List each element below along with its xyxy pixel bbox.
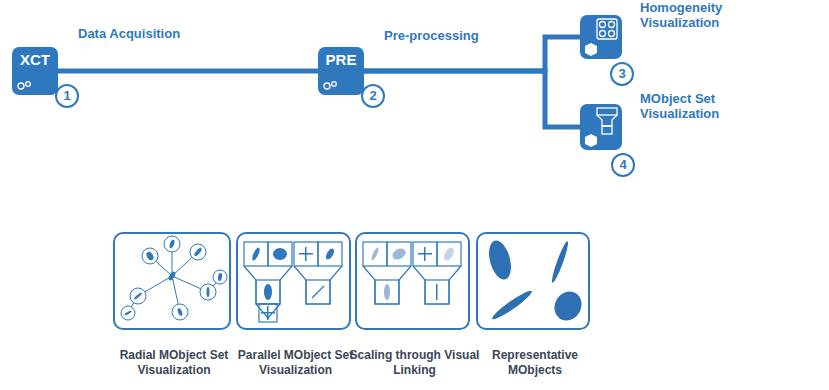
box-label: PRE: [318, 52, 364, 69]
step-heading: Pre-processing: [384, 29, 514, 44]
parallel-illustration: [244, 242, 342, 322]
illustration-panel: Representative MObjects: [476, 232, 590, 330]
scaling-illustration: [363, 242, 461, 304]
pipeline-connector: [58, 69, 318, 74]
step-heading: Data Acquisition: [78, 27, 218, 42]
step-heading: Homogeneity Visualization: [640, 1, 752, 31]
callout-number: 4: [611, 153, 635, 177]
process-box: XCT1Data Acquisition: [12, 47, 58, 95]
illustration-panel: Parallel MObject Set Visualization: [236, 232, 351, 330]
illustration-panel: Radial MObject Set Visualization: [113, 232, 231, 330]
pipeline-connector: [364, 71, 580, 127]
illustration-panel: Scaling through Visual Linking: [355, 232, 470, 330]
panel-caption: Scaling through Visual Linking: [345, 348, 484, 378]
radial-illustration: [121, 236, 227, 320]
process-box: PRE2Pre-processing: [318, 47, 364, 95]
visualization-box: 4MObject Set Visualization: [580, 104, 622, 150]
callout-number: 1: [55, 84, 79, 108]
visualization-box: 3Homogeneity Visualization: [580, 15, 622, 59]
callout-number: 3: [610, 62, 634, 86]
step-heading: MObject Set Visualization: [640, 92, 752, 122]
callout-number: 2: [361, 84, 385, 108]
panel-caption: Radial MObject Set Visualization: [101, 348, 247, 378]
panel-caption: Parallel MObject Set Visualization: [226, 348, 365, 378]
panel-caption: Representative MObjects: [466, 348, 604, 378]
box-label: XCT: [12, 52, 58, 69]
representative-illustration: [485, 238, 587, 325]
